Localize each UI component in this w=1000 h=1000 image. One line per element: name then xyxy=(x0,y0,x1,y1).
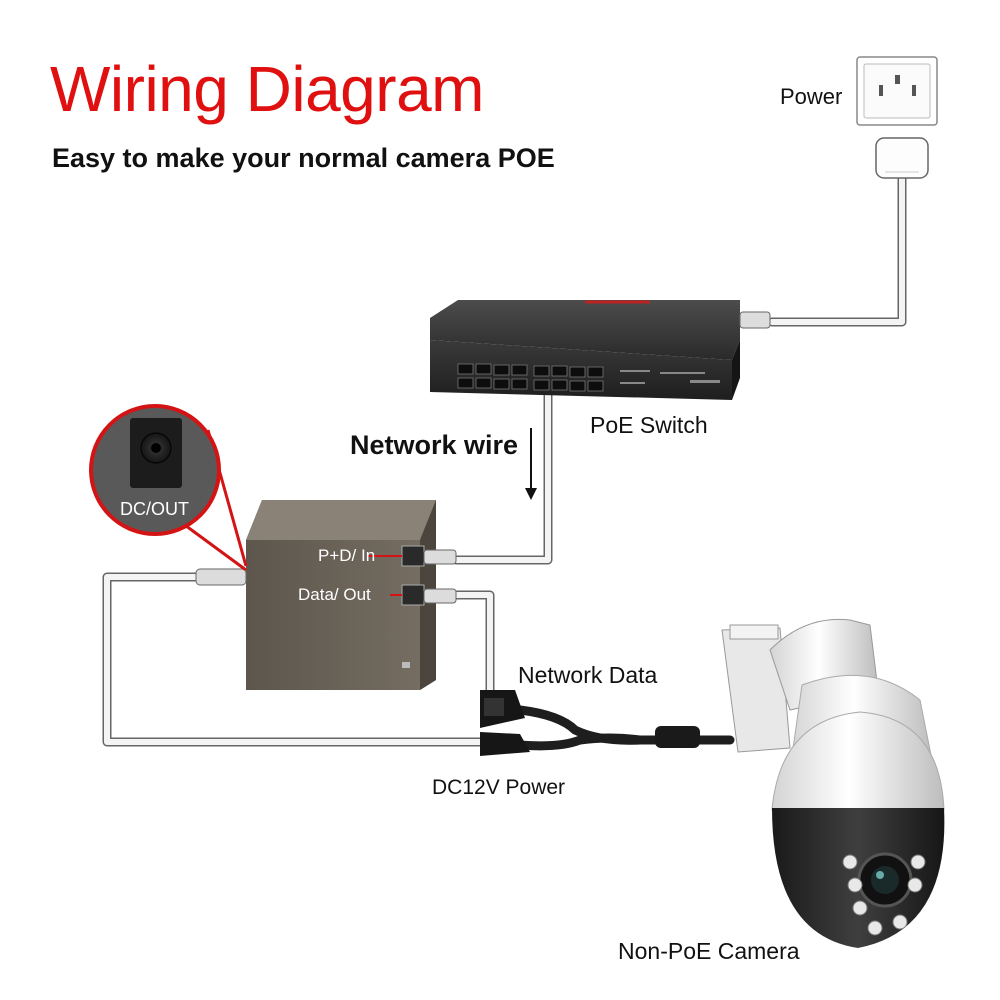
network-data-cable xyxy=(451,590,495,711)
network-wire-label: Network wire xyxy=(350,430,519,460)
power-outlet-icon xyxy=(856,56,938,126)
power-plug-icon xyxy=(875,137,929,179)
network-wire-cable xyxy=(451,387,553,565)
power-label: Power xyxy=(780,84,843,109)
cable-ferrite xyxy=(655,726,700,748)
dc12v-connector xyxy=(480,732,530,756)
dc-out-label: DC/OUT xyxy=(120,499,189,519)
dc-power-cable xyxy=(102,572,487,747)
dc-jack-icon xyxy=(89,404,248,572)
data-out-label: Data/ Out xyxy=(298,585,371,604)
network-data-connector xyxy=(480,690,525,728)
power-cable xyxy=(767,173,907,327)
network-data-label: Network Data xyxy=(518,662,658,688)
dc12v-power-label: DC12V Power xyxy=(432,776,566,799)
poe-switch-label: PoE Switch xyxy=(590,412,708,438)
poe-splitter-icon xyxy=(195,500,457,690)
ptz-camera-icon xyxy=(721,618,945,948)
poe-switch-icon xyxy=(430,300,771,400)
camera-label: Non-PoE Camera xyxy=(618,938,800,964)
pd-in-label: P+D/ In xyxy=(318,546,376,565)
subtitle: Easy to make your normal camera POE xyxy=(52,143,555,173)
arrow-down-icon xyxy=(525,428,537,500)
page-title: Wiring Diagram xyxy=(50,53,484,125)
